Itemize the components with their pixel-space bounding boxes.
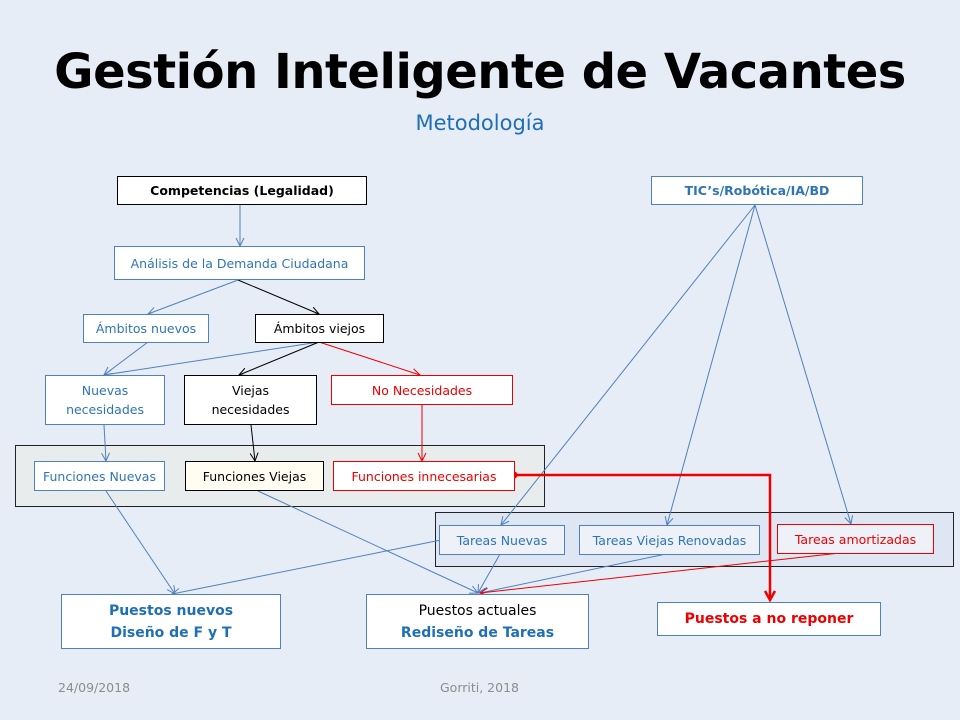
puestos-actuales-label: Puestos actuales <box>418 602 537 619</box>
puestos-actuales-sublabel: Rediseño de Tareas <box>400 624 555 641</box>
node-funciones-innecesarias: Funciones innecesarias <box>333 461 515 491</box>
node-no-necesidades: No Necesidades <box>331 375 513 405</box>
node-funciones-viejas: Funciones Viejas <box>185 461 324 491</box>
node-funciones-nuevas: Funciones Nuevas <box>34 461 165 491</box>
footer-date: 24/09/2018 <box>58 680 131 695</box>
node-competencias: Competencias (Legalidad) <box>117 176 367 205</box>
node-tareas-nuevas: Tareas Nuevas <box>439 525 565 555</box>
footer-author: Gorriti, 2018 <box>440 680 519 695</box>
node-analisis-demanda: Análisis de la Demanda Ciudadana <box>114 246 365 280</box>
node-ambitos-viejos: Ámbitos viejos <box>255 314 384 343</box>
node-tic: TIC’s/Robótica/IA/BD <box>651 176 863 205</box>
puestos-nuevos-sublabel: Diseño de F y T <box>110 624 232 641</box>
slide-subtitle: Metodología <box>415 111 545 135</box>
puestos-nuevos-label: Puestos nuevos <box>108 602 234 619</box>
node-puestos-no-reponer: Puestos a no reponer <box>657 602 881 636</box>
node-viejas-necesidades: Viejas necesidades <box>184 375 317 425</box>
node-puestos-nuevos: Puestos nuevos Diseño de F y T <box>61 594 281 649</box>
slide-title: Gestión Inteligente de Vacantes <box>54 44 906 100</box>
node-nuevas-necesidades: Nuevas necesidades <box>45 375 165 425</box>
node-tareas-amortizadas: Tareas amortizadas <box>777 524 934 554</box>
node-ambitos-nuevos: Ámbitos nuevos <box>83 314 209 343</box>
node-tareas-viejas-renovadas: Tareas Viejas Renovadas <box>579 525 760 555</box>
node-puestos-actuales: Puestos actuales Rediseño de Tareas <box>366 594 589 649</box>
